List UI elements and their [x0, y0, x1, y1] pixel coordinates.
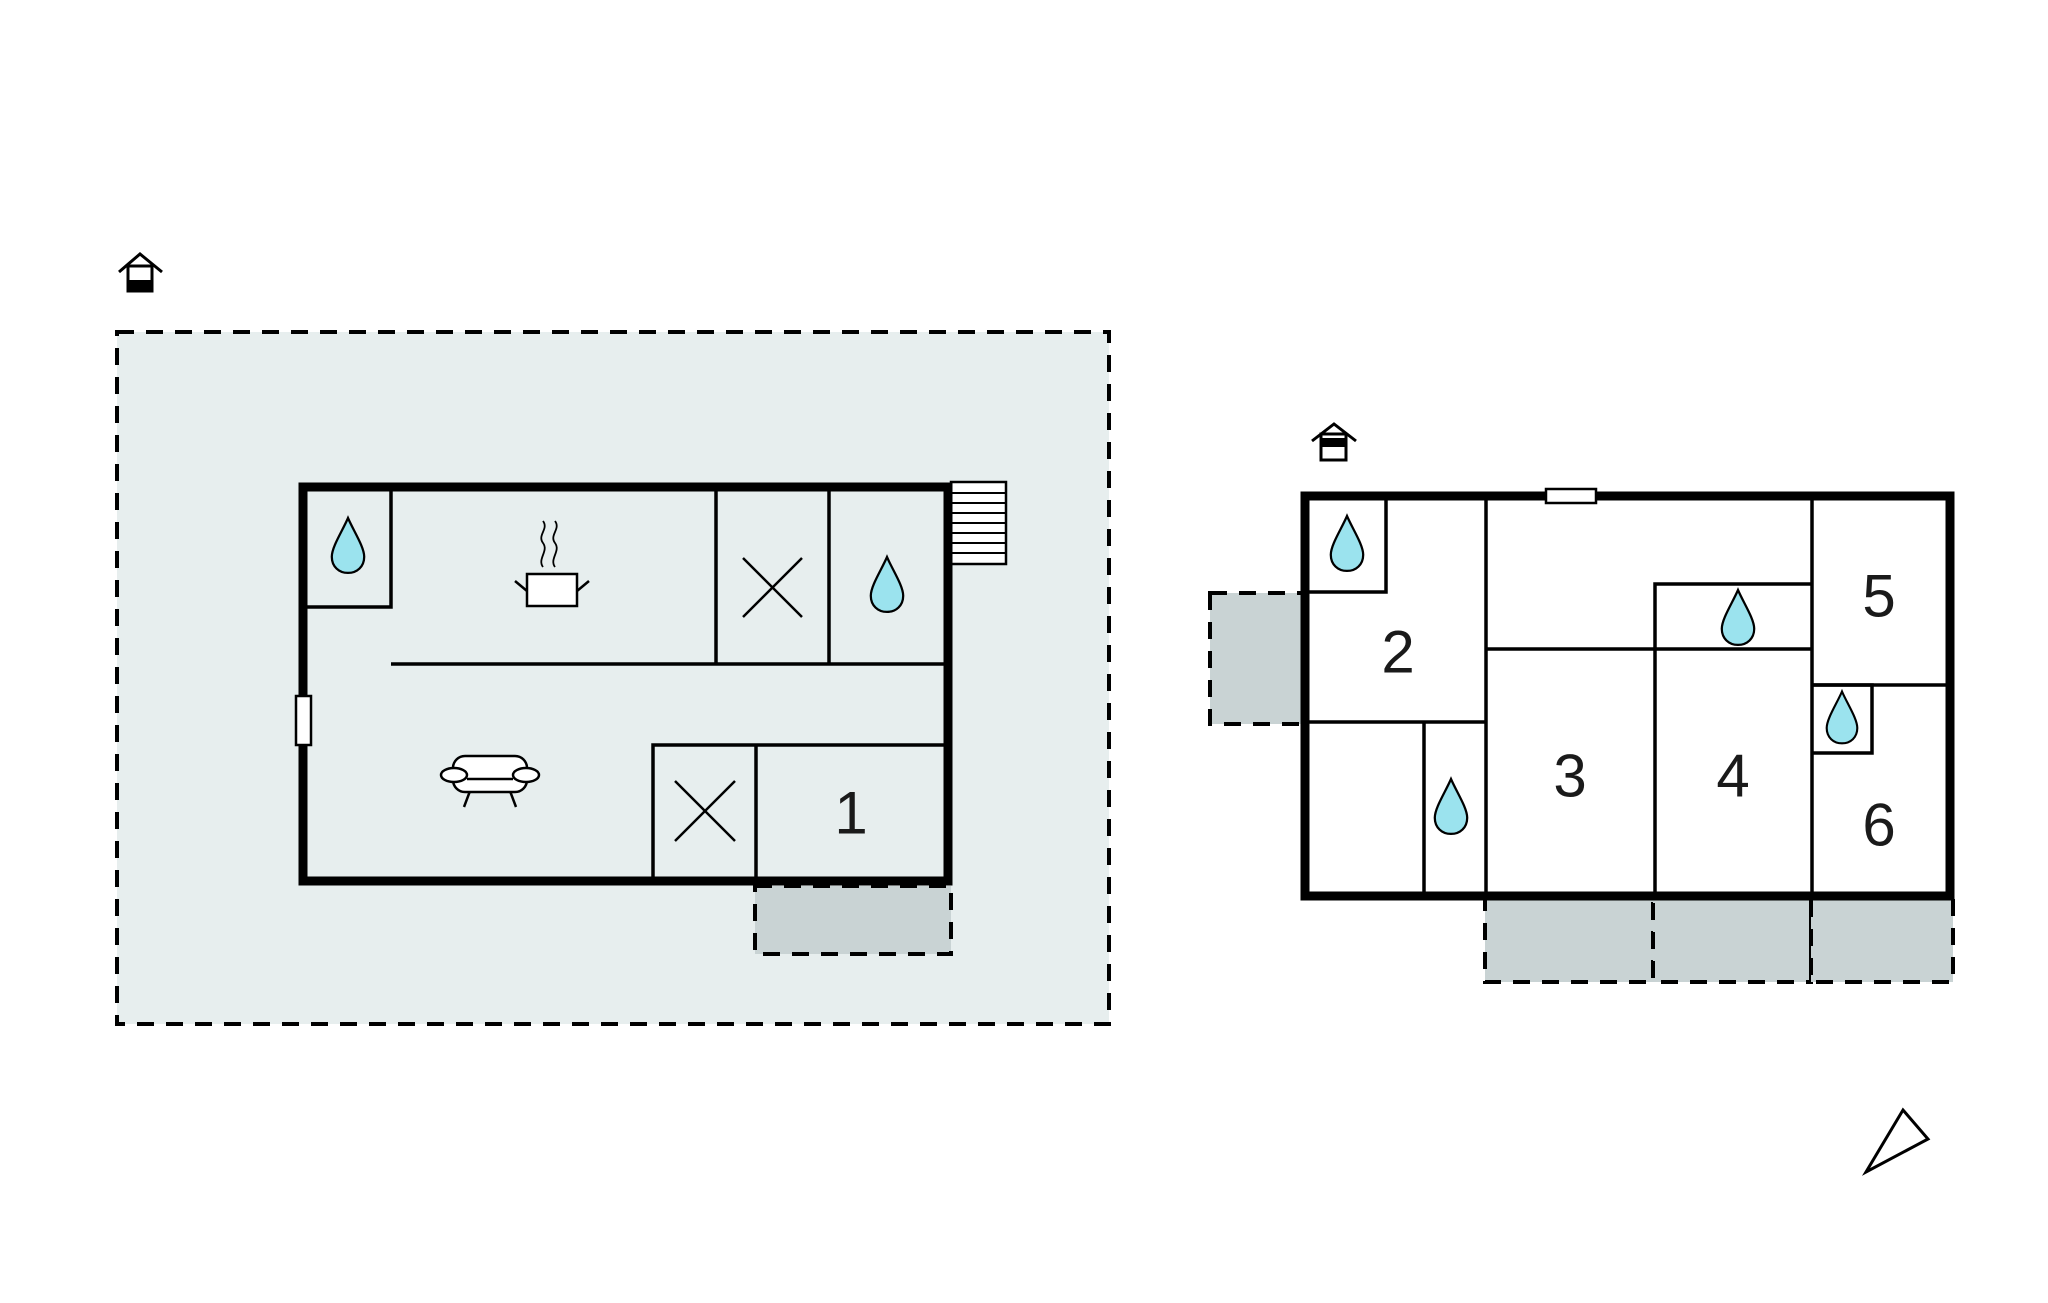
- upper-floor-plan: 2 3 4 5 6: [1208, 422, 1955, 984]
- room-label: 3: [1553, 743, 1586, 810]
- ground-floor-building: [298, 482, 953, 886]
- patio: [1809, 894, 1955, 984]
- patio: [753, 884, 953, 956]
- sofa-icon: [439, 754, 541, 808]
- terrace-area: [115, 330, 1111, 1026]
- ground-floor-plan: 1: [115, 252, 1111, 1026]
- room-label: 1: [834, 780, 867, 847]
- patio: [1651, 894, 1813, 984]
- cross-icon: [742, 557, 803, 618]
- door: [294, 694, 313, 747]
- room-label: 4: [1716, 743, 1749, 810]
- window: [1544, 487, 1598, 505]
- upper-floor-building: [1300, 491, 1955, 901]
- patio: [1483, 894, 1655, 984]
- room-label: 6: [1862, 792, 1895, 859]
- ground-floor-partitions: [307, 491, 944, 877]
- room-label: 2: [1381, 619, 1414, 686]
- cooking-pot-icon: [514, 520, 590, 608]
- water-drop-icon: [1825, 690, 1859, 745]
- water-drop-icon: [1720, 588, 1756, 647]
- house-upper-floor-icon: [1311, 422, 1357, 462]
- cross-icon: [674, 780, 736, 842]
- room-label: 5: [1862, 563, 1895, 630]
- staircase: [949, 480, 1008, 566]
- upper-floor-partitions: [1309, 500, 1946, 892]
- house-ground-floor-icon: [118, 252, 163, 293]
- water-drop-icon: [1433, 777, 1469, 836]
- north-arrow-icon: [1861, 1107, 1931, 1176]
- water-drop-icon: [1329, 514, 1365, 573]
- patio: [1208, 591, 1307, 726]
